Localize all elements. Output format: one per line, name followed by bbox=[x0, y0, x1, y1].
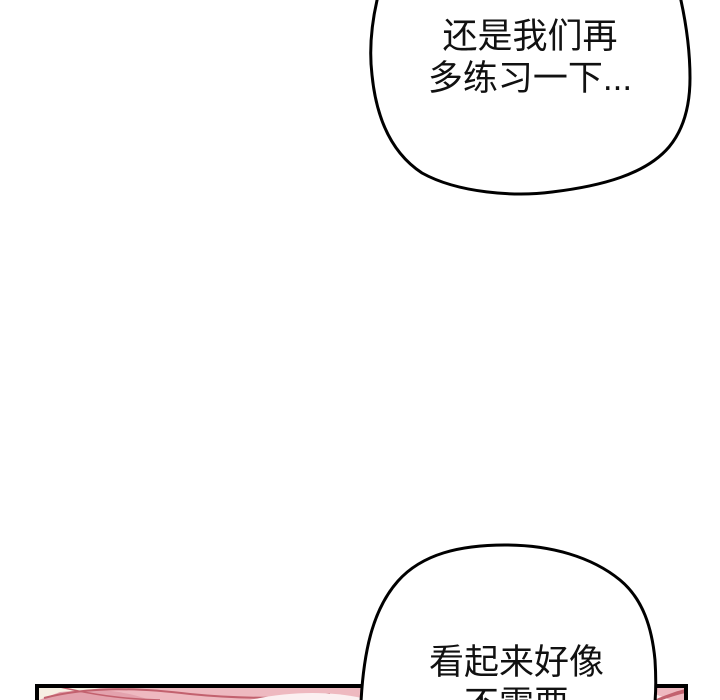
speech-bubble-top-text: 还是我们再 多练习一下... bbox=[369, 16, 691, 100]
speech-line-1: 看起来好像 bbox=[428, 643, 604, 682]
speech-bubble-top bbox=[369, 0, 692, 196]
artwork-white-wave bbox=[250, 692, 362, 700]
speech-line-1: 还是我们再 bbox=[442, 17, 618, 56]
artwork-right-dark-band bbox=[654, 689, 684, 700]
speech-bubble-bottom bbox=[359, 543, 658, 700]
speech-line-2: 多练习一下... bbox=[427, 59, 633, 98]
speech-line-2: 不需要 bbox=[369, 684, 664, 700]
artwork-cream-corner bbox=[39, 688, 100, 700]
speech-bubble-bottom-text: 看起来好像 不需要 bbox=[369, 642, 664, 700]
